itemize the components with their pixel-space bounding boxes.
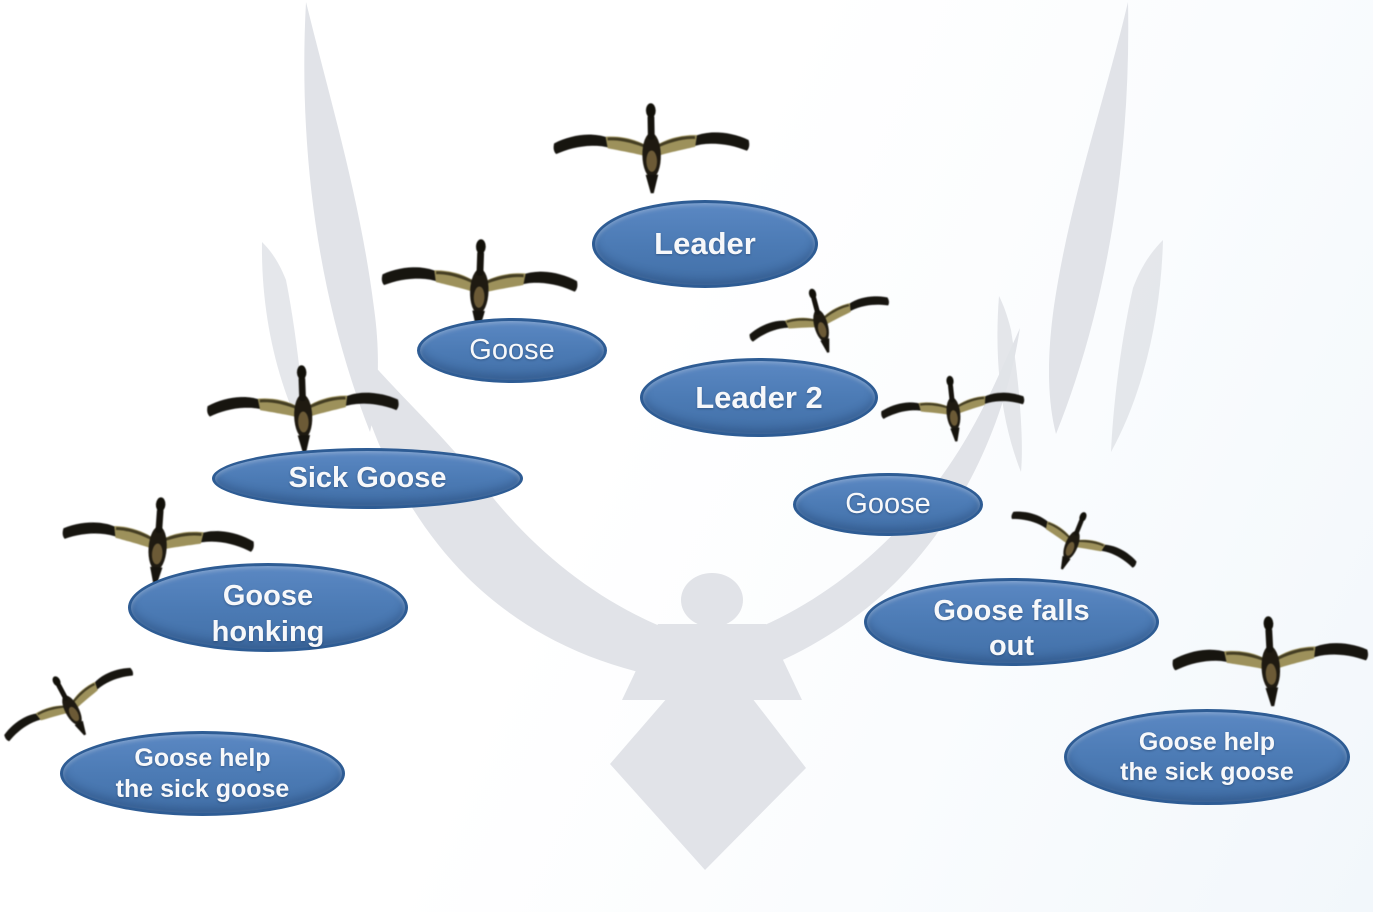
node-label: Goose <box>845 487 931 520</box>
label-ellipse-sick-goose: Sick Goose <box>212 448 523 509</box>
goose-image <box>1170 611 1371 712</box>
node-label: out <box>988 630 1035 662</box>
goose-image <box>552 101 751 195</box>
node-label: the sick goose <box>1120 758 1294 786</box>
label-ellipse-goose-help-right: Goose help the sick goose <box>1064 709 1350 805</box>
label-ellipse-goose-help-left: Goose help the sick goose <box>60 731 345 816</box>
label-ellipse-goose-honking: Goose honking <box>128 563 408 652</box>
node-label: Goose falls <box>933 594 1090 627</box>
node-label: Goose help <box>1138 727 1276 756</box>
label-ellipse-goose-right: Goose <box>793 473 983 536</box>
node-label: Goose help <box>134 744 271 772</box>
label-ellipse-goose-falls-out: Goose falls out <box>864 578 1159 666</box>
label-ellipse-leader-2: Leader 2 <box>640 358 878 437</box>
node-label: Goose <box>222 580 314 613</box>
node-label: Leader <box>654 226 756 262</box>
label-ellipse-leader: Leader <box>592 200 818 288</box>
node-label: Leader 2 <box>695 379 823 415</box>
node-label: Goose <box>469 333 555 366</box>
label-ellipse-goose-upper-left: Goose <box>417 318 607 383</box>
goose-image <box>877 368 1028 449</box>
node-label: the sick goose <box>115 774 290 803</box>
node-label: honking <box>211 615 325 648</box>
node-label: Sick Goose <box>288 461 447 494</box>
